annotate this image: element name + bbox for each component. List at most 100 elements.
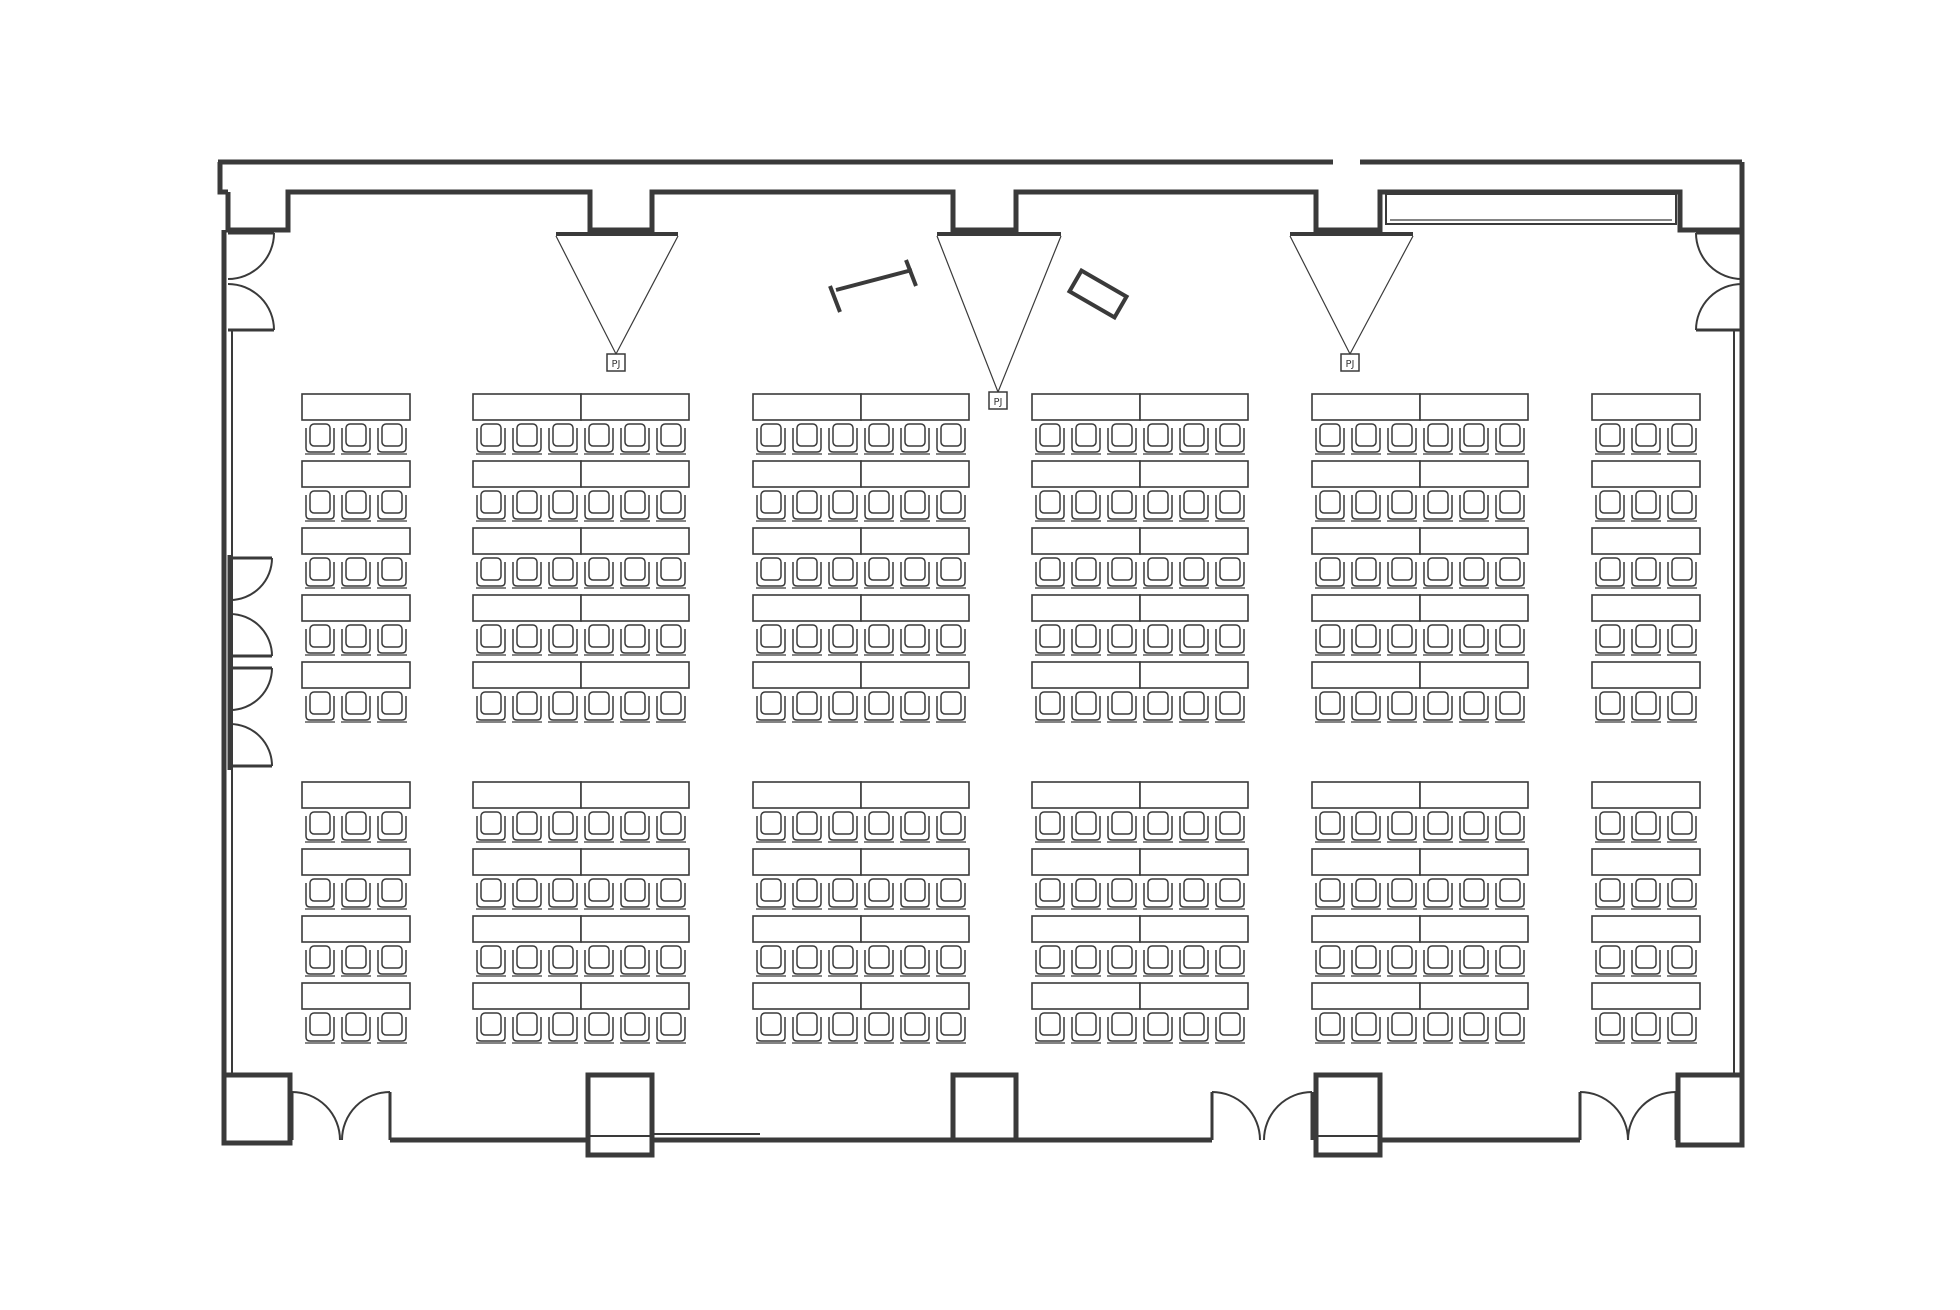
table-with-chairs <box>472 393 582 455</box>
table-with-chairs <box>1031 915 1141 977</box>
chair <box>864 945 894 977</box>
table <box>1591 393 1701 421</box>
table-with-chairs <box>301 661 411 723</box>
table <box>1031 661 1141 689</box>
chair <box>512 811 542 843</box>
chair <box>792 557 822 589</box>
table-with-chairs <box>1031 393 1141 455</box>
table <box>1311 848 1421 876</box>
chair <box>377 811 407 843</box>
table <box>752 460 862 488</box>
door-bottom-2 <box>1210 1091 1314 1141</box>
chair <box>1459 490 1489 522</box>
table-with-chairs <box>472 982 582 1044</box>
chair <box>1035 945 1065 977</box>
chair <box>341 878 371 910</box>
chair <box>620 691 650 723</box>
chair <box>341 624 371 656</box>
chair <box>1595 490 1625 522</box>
table-with-chairs <box>472 848 582 910</box>
chair <box>1071 878 1101 910</box>
chair <box>1179 945 1209 977</box>
table <box>860 848 970 876</box>
chair <box>1071 811 1101 843</box>
chair <box>936 490 966 522</box>
chair <box>305 423 335 455</box>
chair <box>1107 691 1137 723</box>
chair <box>1667 490 1697 522</box>
chair <box>936 691 966 723</box>
chair <box>1423 811 1453 843</box>
table <box>580 982 690 1010</box>
table <box>860 594 970 622</box>
chair <box>1631 878 1661 910</box>
table-with-chairs <box>1031 781 1141 843</box>
table <box>1139 915 1249 943</box>
table-with-chairs <box>472 594 582 656</box>
chair <box>1387 878 1417 910</box>
table <box>472 982 582 1010</box>
chair <box>377 691 407 723</box>
chair <box>1495 691 1525 723</box>
table <box>301 393 411 421</box>
table-with-chairs <box>860 915 970 977</box>
table <box>860 982 970 1010</box>
chair <box>1351 691 1381 723</box>
chair <box>1107 1012 1137 1044</box>
table-with-chairs <box>580 915 690 977</box>
chair <box>512 945 542 977</box>
doors <box>227 231 1743 1141</box>
table <box>301 661 411 689</box>
chair <box>1459 423 1489 455</box>
table <box>472 393 582 421</box>
chair <box>1215 423 1245 455</box>
table-with-chairs <box>580 661 690 723</box>
table-with-chairs <box>1311 915 1421 977</box>
chair <box>1071 490 1101 522</box>
chair <box>512 557 542 589</box>
chair <box>476 878 506 910</box>
chair <box>1107 423 1137 455</box>
table <box>1139 460 1249 488</box>
chair <box>1495 624 1525 656</box>
chair <box>792 423 822 455</box>
chair <box>620 624 650 656</box>
table <box>860 460 970 488</box>
table <box>752 661 862 689</box>
chair <box>620 811 650 843</box>
chair <box>1459 557 1489 589</box>
table <box>752 982 862 1010</box>
table <box>1419 460 1529 488</box>
table-with-chairs <box>301 460 411 522</box>
chair <box>341 490 371 522</box>
chair <box>620 878 650 910</box>
chair <box>792 811 822 843</box>
table <box>860 915 970 943</box>
chair <box>1143 490 1173 522</box>
chair <box>792 490 822 522</box>
table-with-chairs <box>1419 661 1529 723</box>
chair <box>1143 423 1173 455</box>
table-with-chairs <box>1031 661 1141 723</box>
table-with-chairs <box>1591 527 1701 589</box>
table-with-chairs <box>1591 594 1701 656</box>
chair <box>1667 557 1697 589</box>
chair <box>1631 691 1661 723</box>
chair <box>1595 624 1625 656</box>
chair <box>341 557 371 589</box>
chair <box>756 1012 786 1044</box>
chair <box>656 490 686 522</box>
table-with-chairs <box>1139 848 1249 910</box>
table <box>1311 915 1421 943</box>
walls <box>217 159 1745 1158</box>
table <box>1139 781 1249 809</box>
chair <box>1351 490 1381 522</box>
chair <box>584 624 614 656</box>
table-with-chairs <box>1591 393 1701 455</box>
chair <box>1595 878 1625 910</box>
projector-label: PJ <box>994 397 1003 408</box>
door-bottom-1 <box>290 1091 392 1141</box>
chair <box>377 490 407 522</box>
table <box>1419 527 1529 555</box>
chair <box>756 490 786 522</box>
